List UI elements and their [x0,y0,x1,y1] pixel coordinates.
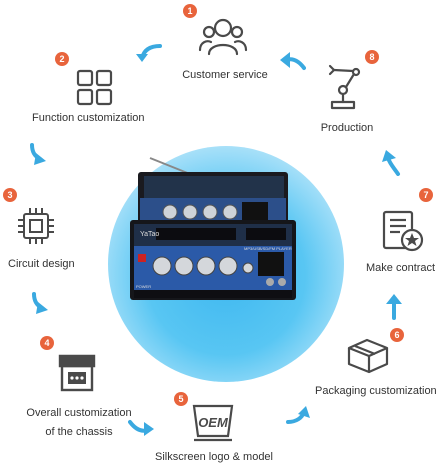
arrow-1-to-2 [136,44,162,62]
step-3-label: Circuit design [8,258,75,270]
arrow-7-to-8 [382,150,400,176]
step-7-label: Make contract [366,262,436,274]
step-1-label: Customer service [182,69,268,81]
robot-arm-icon [328,64,361,110]
chassis-icon [58,354,96,392]
step-6-label: Packaging customization [315,385,437,397]
box-icon [347,338,389,374]
step-3-badge: 3 [3,188,17,202]
step-1-badge: 1 [183,4,197,18]
arrow-2-to-3 [30,143,46,165]
step-2-badge: 2 [55,52,69,66]
amplifier-image: YaTao MP3/USB/SD/FM PLAYER POWER [130,157,296,300]
step-6-badge: 6 [390,328,404,342]
step-5-label: Silkscreen logo & model [154,451,274,463]
step-4-badge: 4 [40,336,54,350]
arrow-5-to-6 [286,406,310,424]
contract-icon [382,210,424,252]
oem-icon: OEM [192,404,234,442]
arrow-3-to-4 [32,292,48,314]
product-panel-text: MP3/USB/SD/FM PLAYER [244,246,292,251]
step-4-label-line2: of the chassis [45,426,113,438]
arrow-8-to-1 [280,52,306,70]
step-7-badge: 7 [419,188,433,202]
step-8-badge: 8 [365,50,379,64]
oem-icon-text: OEM [198,415,229,430]
product-power-label: POWER [136,284,151,289]
step-8-label: Production [320,122,374,134]
step-5-badge: 5 [174,392,188,406]
arrow-6-to-7 [386,294,402,320]
step-4-label-line1: Overall customization [26,407,132,419]
people-icon [198,18,248,56]
chip-icon [18,208,54,244]
arrow-4-to-5 [128,420,154,436]
grid-icon [76,69,113,106]
step-2-label: Function customization [32,112,145,124]
product-brand: YaTao [140,231,159,238]
